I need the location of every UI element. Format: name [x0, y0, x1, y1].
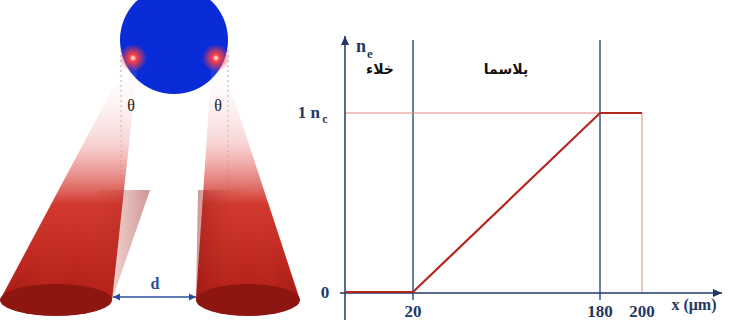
dimension-label: d: [151, 276, 160, 292]
tick-label: 20: [405, 303, 422, 320]
region-label: خلاء: [366, 62, 394, 76]
tick-label: 0: [321, 284, 330, 301]
tick-label: 200: [629, 303, 655, 320]
angle-label: θ: [127, 98, 135, 114]
angle-label: θ: [214, 98, 222, 114]
laser-beam: [196, 60, 300, 300]
y-axis: [344, 36, 346, 320]
density-profile: [345, 113, 642, 292]
tick-subscript: c: [322, 113, 327, 125]
tick-label: 1 n: [298, 104, 320, 121]
region-label: پلاسما: [484, 62, 528, 76]
dimension-arrow: [113, 296, 196, 298]
axis-title: x (μm): [671, 297, 716, 313]
tick-label: 180: [587, 303, 613, 320]
axis-subscript: e: [367, 47, 373, 60]
axis-title: n: [356, 37, 366, 55]
